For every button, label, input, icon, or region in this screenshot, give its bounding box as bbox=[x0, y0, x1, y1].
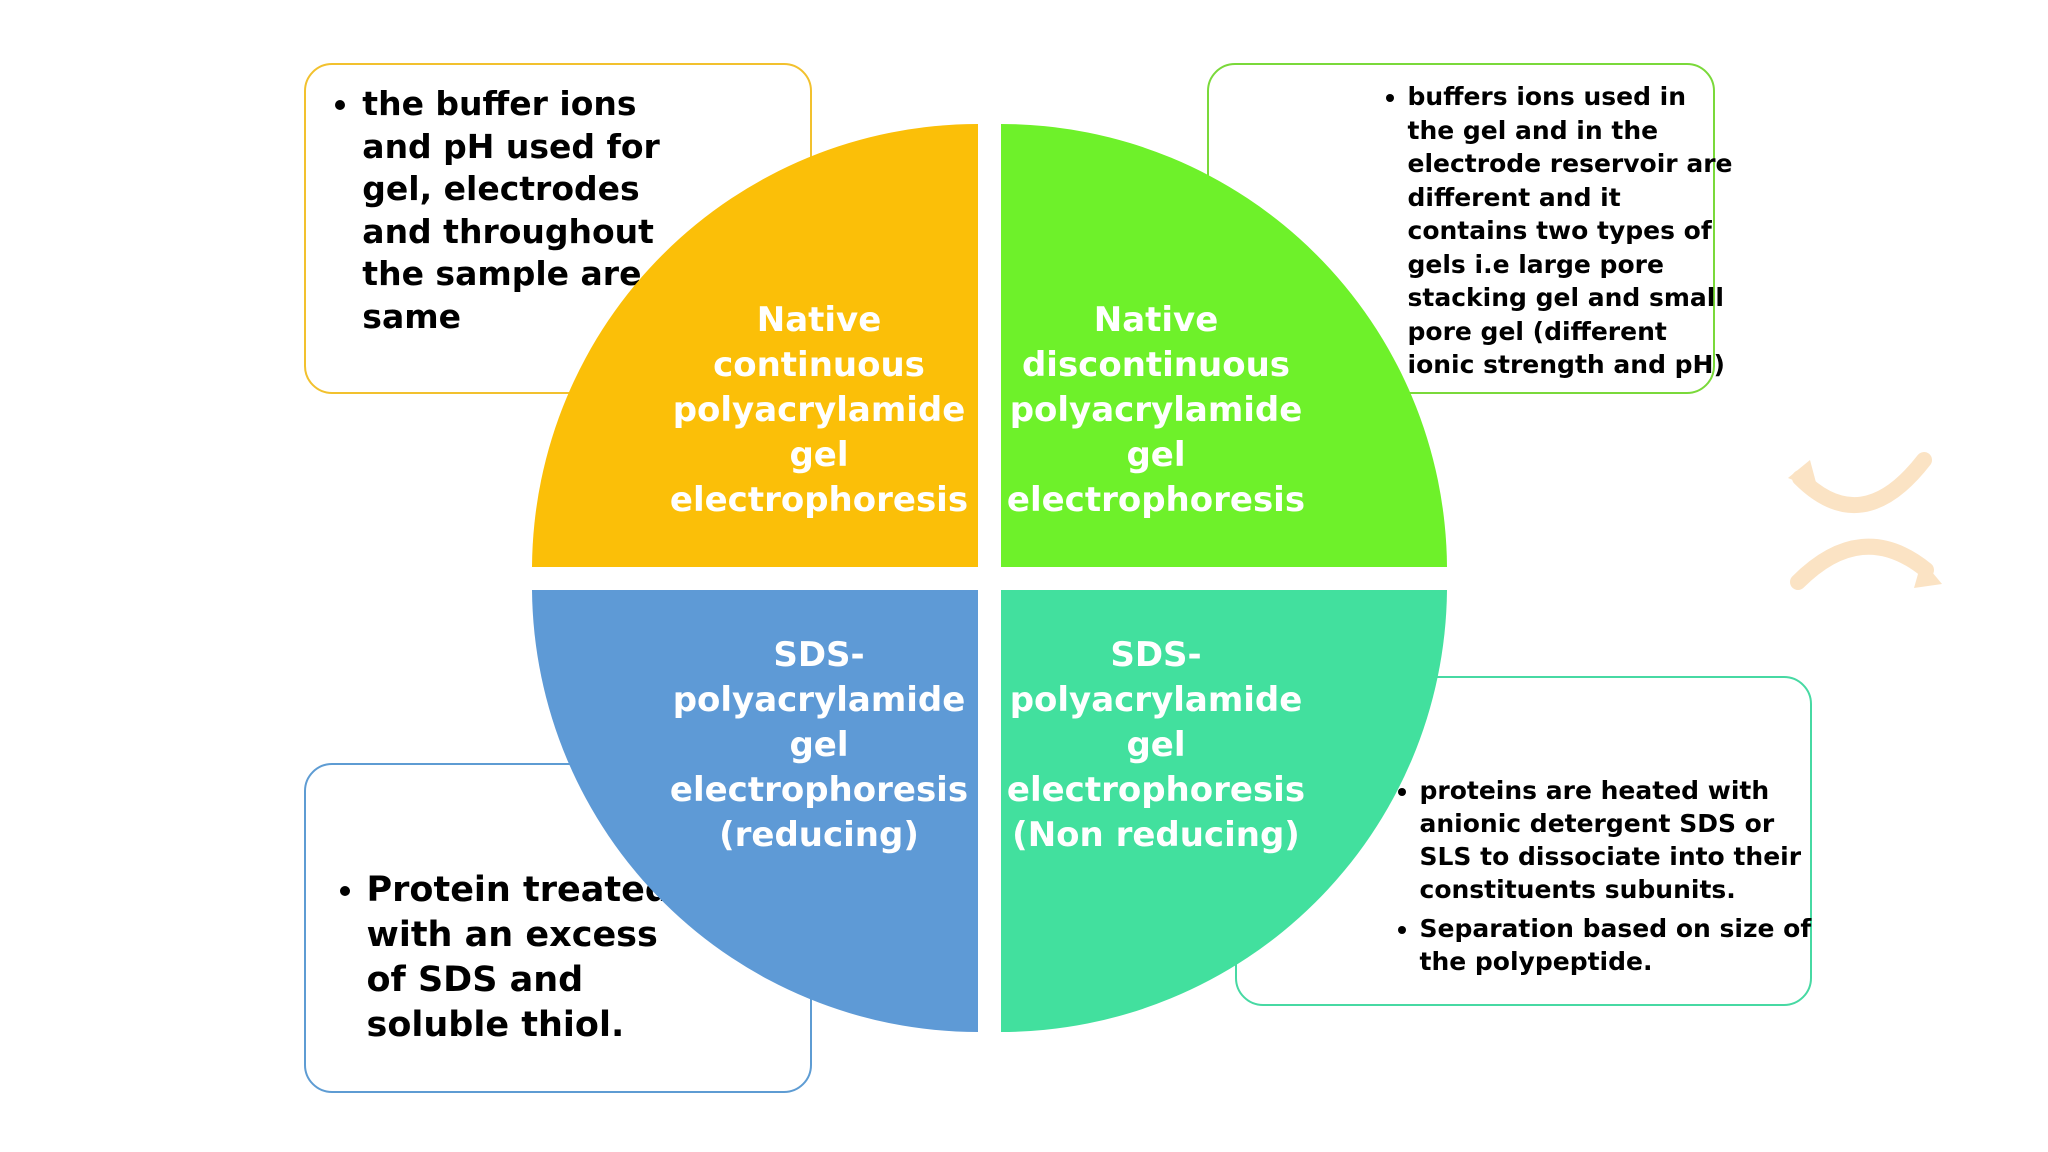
callout-bullet: Separation based on size of the polypept… bbox=[1420, 912, 1820, 978]
cycle-arrows-strokes bbox=[1790, 452, 1934, 590]
callout-list: the buffer ions and pH used for gel, ele… bbox=[326, 83, 672, 338]
callout-list: Protein treated with an excess of SDS an… bbox=[328, 868, 679, 1048]
quadrant-native-continuous bbox=[532, 124, 978, 567]
callout-list: buffers ions used in the gel and in the … bbox=[1380, 80, 1734, 382]
callout-list: proteins are heated with anionic deterge… bbox=[1392, 774, 1820, 978]
quadrant-label-native-discontinuous: Native discontinuous polyacrylamide gel … bbox=[1006, 300, 1306, 520]
quadrant-native-discontinuous bbox=[1001, 124, 1447, 567]
quadrant-label-sds-non-reducing: SDS- polyacrylamide gel electrophoresis … bbox=[1006, 635, 1306, 855]
quadrant-sds-non-reducing bbox=[1001, 590, 1447, 1033]
cycle-arrows-icon bbox=[1788, 452, 1942, 590]
quadrant-label-native-continuous: Native continuous polyacrylamide gel ele… bbox=[669, 300, 969, 520]
cycle-arrow-heads bbox=[1788, 460, 1942, 588]
callout-bullet: proteins are heated with anionic deterge… bbox=[1420, 774, 1820, 906]
quadrant-sds-reducing bbox=[532, 590, 978, 1033]
quadrant-label-sds-reducing: SDS- polyacrylamide gel electrophoresis … bbox=[669, 635, 969, 855]
callout-bullet: buffers ions used in the gel and in the … bbox=[1408, 80, 1734, 382]
callout-bullet: Protein treated with an excess of SDS an… bbox=[367, 868, 679, 1048]
callout-bullet: the buffer ions and pH used for gel, ele… bbox=[362, 83, 672, 338]
